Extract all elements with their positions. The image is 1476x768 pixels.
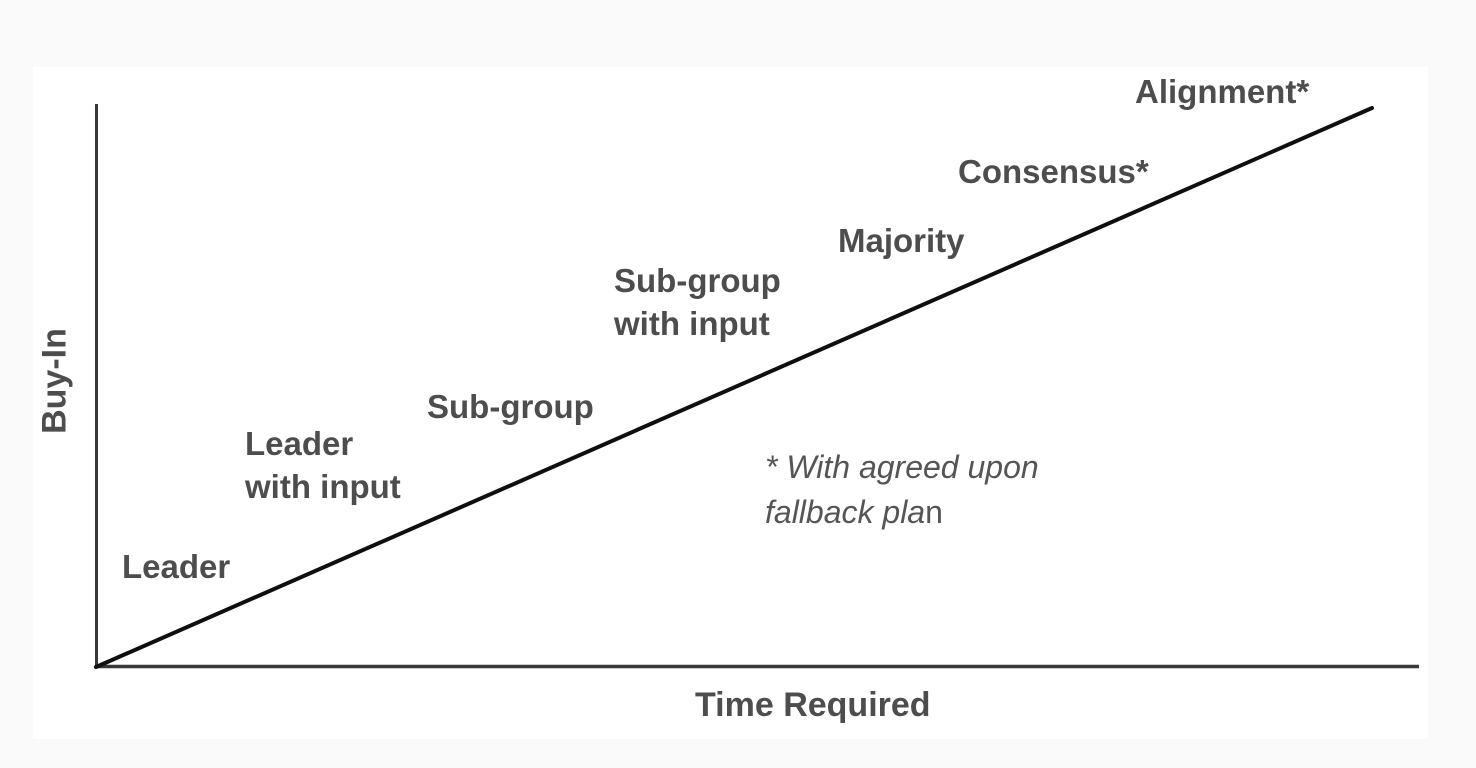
footnote-line1: * With agreed upon (765, 449, 1039, 485)
footnote-line2: fallback plan (765, 490, 1039, 535)
footnote-line2-upright: n (925, 493, 943, 530)
label-leader-text: Leader (122, 548, 231, 585)
footnote: * With agreed upon fallback plan (765, 445, 1039, 535)
label-sub-group-text: Sub-group (427, 388, 594, 425)
label-leader-with-input: Leader with input (245, 423, 401, 509)
y-axis-title: Buy-In (35, 328, 74, 434)
x-axis-title: Time Required (695, 686, 931, 724)
plot-canvas (94, 104, 1419, 669)
label-consensus-text: Consensus* (958, 153, 1149, 190)
label-majority-text: Majority (838, 222, 965, 259)
label-leader: Leader (122, 546, 230, 589)
footnote-line2-italic: fallback pla (765, 493, 926, 530)
label-majority: Majority (838, 220, 965, 263)
label-alignment-text: Alignment* (1135, 73, 1310, 110)
label-sub-group-with-input: Sub-group with input (614, 260, 781, 346)
label-leader-with-input-line2: with input (245, 467, 401, 505)
label-leader-with-input-line1: Leader (245, 425, 354, 462)
label-sub-group-with-input-line2: with input (614, 304, 770, 342)
chart-panel: Leader Leader with input Sub-group Sub-g… (33, 67, 1428, 739)
diagonal-line (94, 106, 1374, 669)
label-sub-group-with-input-line1: Sub-group (614, 262, 781, 299)
label-alignment: Alignment* (1135, 71, 1309, 114)
label-sub-group: Sub-group (427, 386, 594, 429)
label-consensus: Consensus* (958, 151, 1149, 194)
